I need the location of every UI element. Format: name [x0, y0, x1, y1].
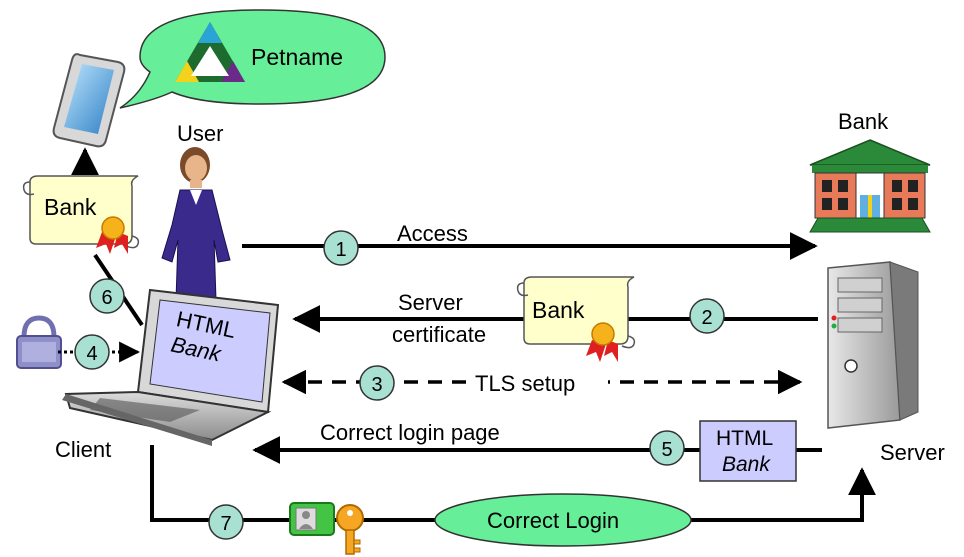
step-number-3: 3 [371, 374, 382, 396]
correct-login-page-label: Correct login page [320, 420, 500, 445]
server-certificate-label-line1: Server [398, 290, 463, 315]
step-circle-1: 1 [323, 230, 359, 266]
server-tower-icon [827, 261, 919, 429]
petname-label: Petname [251, 44, 343, 70]
user-label: User [177, 121, 223, 146]
step-circle-6: 6 [89, 278, 125, 314]
html-bank-box [699, 420, 797, 482]
step-circle-5: 5 [649, 430, 685, 466]
certificate-icon-middle: Bank [516, 276, 636, 362]
correct-login-bubble: Correct Login [434, 493, 692, 547]
key-icon [336, 504, 364, 555]
correct-login-label: Correct Login [487, 508, 619, 533]
tls-setup-label: TLS setup [475, 371, 575, 396]
middle-certificate-label: Bank [532, 297, 585, 323]
bank-label: Bank [838, 109, 889, 134]
step-number-4: 4 [86, 343, 97, 365]
bank-building-icon [809, 139, 931, 233]
lock-icon [16, 315, 62, 369]
petname-bubble: Petname [119, 9, 386, 109]
step-circle-2: 2 [689, 298, 725, 334]
certificate-icon: Bank [22, 175, 140, 254]
smartphone-icon [52, 53, 126, 148]
left-certificate-label: Bank [44, 194, 97, 220]
access-label: Access [397, 221, 468, 246]
html-box-line2: Bank [722, 453, 771, 476]
html-box-line1: HTML [716, 427, 773, 450]
laptop-icon [62, 288, 280, 446]
step-circle-4: 4 [74, 334, 110, 370]
client-label: Client [55, 437, 111, 462]
step-circle-3: 3 [359, 365, 395, 401]
step-number-1: 1 [335, 239, 346, 261]
step-number-5: 5 [661, 439, 672, 461]
server-certificate-label-line2: certificate [392, 322, 486, 347]
id-card-icon [289, 502, 335, 536]
step-circle-7: 7 [208, 504, 244, 540]
petname-logo-icon [175, 22, 245, 82]
step-number-2: 2 [701, 307, 712, 329]
step-number-6: 6 [101, 287, 112, 309]
tls-label-bg [468, 366, 608, 396]
step-number-7: 7 [220, 513, 231, 535]
server-label: Server [880, 440, 945, 465]
